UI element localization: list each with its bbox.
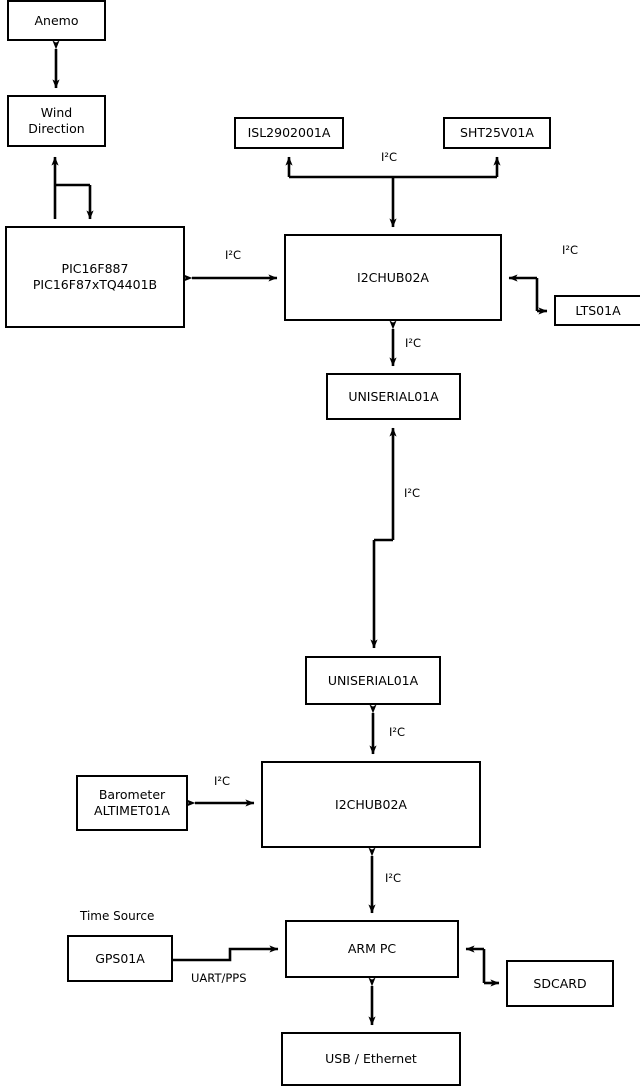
node-sdcard-label: SDCARD — [533, 975, 587, 991]
edge-label-i2c-hub2-armpc: I²C — [385, 871, 402, 885]
edge-label-uart-pps: UART/PPS — [191, 971, 247, 985]
edge-label-i2c-pic-hub: I²C — [225, 248, 242, 262]
node-i2chub02a-top-label: I2CHUB02A — [357, 269, 429, 285]
node-isl2902001a[interactable]: ISL2902001A — [234, 117, 344, 149]
node-uniserial01a-lower[interactable]: UNISERIAL01A — [305, 656, 441, 705]
node-usb-ethernet[interactable]: USB / Ethernet — [281, 1032, 461, 1086]
node-anemo[interactable]: Anemo — [7, 0, 106, 41]
node-uniserial01a-upper[interactable]: UNISERIAL01A — [326, 373, 461, 420]
node-gps01a-label: GPS01A — [95, 950, 145, 966]
label-time-source: Time Source — [80, 909, 155, 923]
node-arm-pc[interactable]: ARM PC — [285, 920, 459, 978]
node-lts01a-label: LTS01A — [575, 302, 621, 318]
connector-gps-armpc — [173, 945, 279, 962]
node-uniserial01a-upper-label: UNISERIAL01A — [348, 388, 439, 404]
node-i2chub02a-top[interactable]: I2CHUB02A — [284, 234, 502, 321]
node-pic-microcontroller-label: PIC16F887 PIC16F87xTQ4401B — [32, 261, 158, 292]
node-i2chub02a-bottom[interactable]: I2CHUB02A — [261, 761, 481, 848]
node-anemo-label: Anemo — [34, 12, 79, 28]
node-lts01a[interactable]: LTS01A — [554, 295, 640, 326]
edge-label-i2c-uniserial-hub2: I²C — [389, 725, 406, 739]
node-isl2902001a-label: ISL2902001A — [247, 125, 331, 141]
node-wind-direction[interactable]: Wind Direction — [7, 95, 106, 147]
node-usb-ethernet-label: USB / Ethernet — [325, 1051, 417, 1067]
node-sht25v01a[interactable]: SHT25V01A — [443, 117, 551, 149]
edge-label-i2c-uniserial-link: I²C — [404, 486, 421, 500]
edge-label-i2c-barometer: I²C — [214, 774, 231, 788]
node-arm-pc-label: ARM PC — [347, 941, 397, 957]
edge-label-i2c-top-bus: I²C — [381, 150, 398, 164]
node-i2chub02a-bottom-label: I2CHUB02A — [335, 796, 407, 812]
node-uniserial01a-lower-label: UNISERIAL01A — [327, 672, 419, 688]
node-barometer-altimet01a[interactable]: Barometer ALTIMET01A — [76, 775, 188, 831]
edge-label-i2c-hub-uniserial: I²C — [405, 336, 422, 350]
node-barometer-altimet01a-label: Barometer ALTIMET01A — [94, 787, 170, 818]
node-gps01a[interactable]: GPS01A — [67, 935, 173, 982]
node-wind-direction-label: Wind Direction — [28, 105, 85, 136]
node-sht25v01a-label: SHT25V01A — [460, 125, 534, 141]
node-pic-microcontroller[interactable]: PIC16F887 PIC16F87xTQ4401B — [5, 226, 185, 328]
node-sdcard[interactable]: SDCARD — [506, 960, 614, 1007]
edge-label-i2c-lts: I²C — [562, 243, 579, 257]
